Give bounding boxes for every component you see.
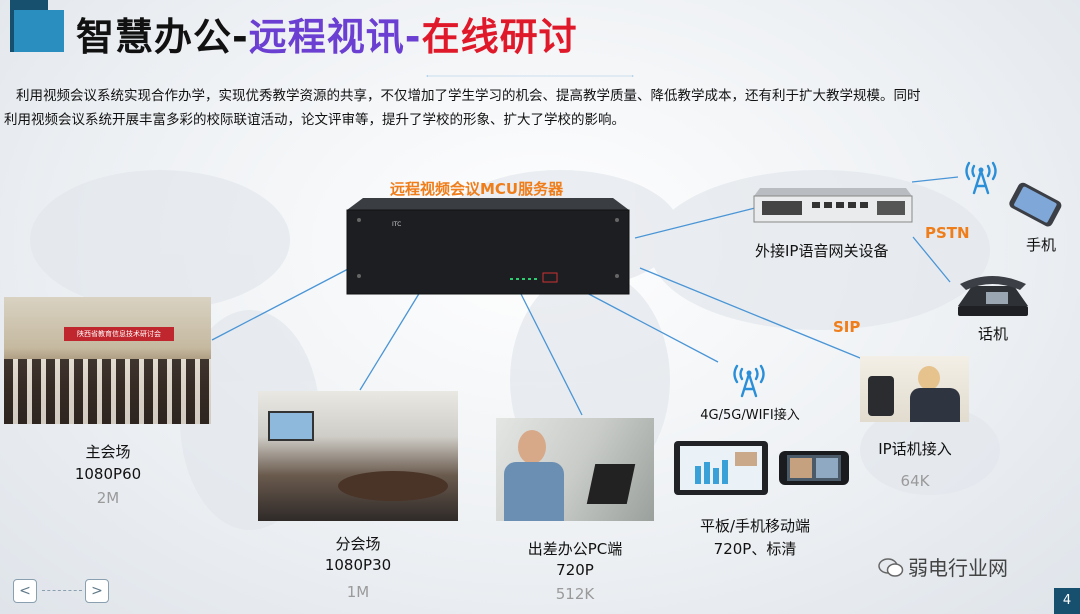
pc-user-photo [496, 418, 654, 521]
mobile-resolution: 720P、标清 [713, 540, 797, 558]
mobile-phone-label: 手机 [1026, 236, 1057, 254]
main-venue-resolution: 1080P60 [74, 465, 142, 483]
world-map-background [30, 170, 1000, 530]
branch-venue-resolution: 1080P30 [324, 556, 392, 574]
pc-resolution: 720P [556, 561, 594, 579]
main-venue-bandwidth: 2M [96, 489, 120, 507]
antenna-icon [965, 161, 997, 195]
ip-phone-name: IP话机接入 [878, 440, 952, 458]
tablet-device [674, 441, 768, 495]
gateway-label: 外接IP语音网关设备 [755, 242, 889, 260]
smartphone-device [779, 451, 849, 485]
gateway-device [753, 188, 913, 223]
title-part-3: 在线研讨 [421, 15, 578, 59]
header-square-light [14, 10, 64, 52]
pstn-label: PSTN [925, 224, 970, 242]
intro-paragraph: 利用视频会议系统实现合作办学，实现优秀教学资源的共享，不仅增加了学生学习的机会、… [4, 84, 1076, 132]
pc-name: 出差办公PC端 [527, 540, 623, 558]
ip-phone-photo [860, 356, 969, 422]
mobile-phone-icon [1009, 182, 1062, 227]
sip-label: SIP [833, 318, 861, 336]
desk-phone-icon [958, 276, 1028, 316]
intro-line-1: 利用视频会议系统实现合作办学，实现优秀教学资源的共享，不仅增加了学生学习的机会、… [16, 88, 921, 104]
intro-line-2: 利用视频会议系统开展丰富多彩的校际联谊活动，论文评审等，提升了学校的形象、扩大了… [4, 112, 625, 128]
title-part-1: 智慧办公- [76, 15, 249, 59]
branch-venue-bandwidth: 1M [346, 583, 370, 601]
watermark-text: 弱电行业网 [908, 556, 1008, 580]
venue-banner: 陕西省教育信息技术研讨会 [64, 327, 174, 341]
prev-slide-button[interactable]: < [13, 579, 37, 603]
nav-dashes [42, 590, 82, 591]
mobile-access-label: 4G/5G/WIFI接入 [700, 408, 800, 423]
antenna-icon [733, 364, 765, 398]
wechat-icon [878, 558, 904, 577]
ip-phone-bandwidth: 64K [900, 472, 930, 490]
mcu-server-device [346, 198, 630, 295]
mcu-label: 远程视频会议MCU服务器 [390, 180, 564, 198]
mobile-name: 平板/手机移动端 [699, 517, 811, 535]
branch-venue-photo [258, 391, 458, 521]
mcu-brand: ITC [392, 221, 402, 228]
page-title: 智慧办公-远程视讯-在线研讨 [76, 6, 578, 61]
branch-venue-name: 分会场 [335, 535, 381, 553]
double-arrow-divider [426, 75, 634, 77]
page-number: 4 [1054, 588, 1080, 614]
main-venue-photo: 陕西省教育信息技术研讨会 [4, 297, 211, 424]
next-slide-button[interactable]: > [85, 579, 109, 603]
desk-phone-label: 话机 [978, 325, 1009, 343]
main-venue-name: 主会场 [85, 443, 131, 461]
pc-bandwidth: 512K [555, 585, 595, 603]
title-part-2: 远程视讯- [248, 15, 422, 59]
